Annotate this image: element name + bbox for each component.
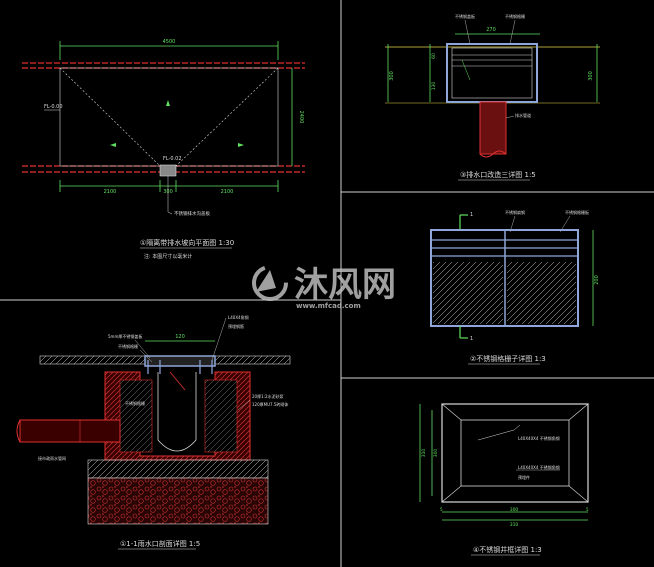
- plan-view: 4500 FL-0.00 FL-0.02 2400: [22, 39, 305, 260]
- grate-note-left: 不锈钢扁钢: [505, 209, 525, 215]
- plan-title: ①隔离带排水坡向平面图 1:30: [140, 238, 234, 247]
- plan-outline: [59, 67, 279, 167]
- plan-dim-left: 2100: [104, 189, 117, 195]
- plan-dim-right: 2100: [221, 189, 234, 195]
- frame-view: L40X40X4 不锈钢角钢 L40X40X4 不锈钢角钢 预埋件 310 30…: [419, 403, 589, 556]
- section-note-top-a: 5mm厚不锈钢盖板: [108, 333, 142, 339]
- drain-dim-a: 60: [431, 53, 437, 59]
- plan-drain-box: [159, 164, 177, 177]
- grate-marker-bottom: 1: [470, 336, 473, 342]
- plan-elev-center: FL-0.02: [163, 156, 182, 162]
- drain-note-top-left: 不锈钢盖板: [455, 13, 475, 19]
- grate-note-right: 不锈钢格栅板: [565, 209, 589, 215]
- frame-dim-bottom: 300: [510, 507, 519, 513]
- frame-title: ④不锈钢井框详图 1:3: [473, 545, 542, 554]
- section-note-right-c: 20厚1:2水泥砂浆: [252, 393, 284, 399]
- section-note-right-a: L40X4角钢: [228, 314, 249, 320]
- drain-note-top-right: 不锈钢格栅: [505, 13, 525, 19]
- grate-marker-top: 1: [470, 212, 473, 218]
- grate-title: ②不锈钢格栅子详图 1:3: [470, 354, 546, 363]
- grate-view: 1 不锈钢扁钢 不锈钢格栅板: [430, 209, 600, 365]
- section-note-right-d: 120厚MU7.5砖砌体: [252, 401, 288, 407]
- drain-title: ③排水口改造三详图 1:5: [460, 170, 536, 179]
- drain-dim-b: 130: [431, 82, 437, 91]
- drain-note-pipe: 排水管道: [515, 112, 531, 118]
- frame-note-a: L40X40X4 不锈钢角钢: [518, 435, 560, 441]
- section-note-mid: 不锈钢格栅: [125, 400, 145, 406]
- frame-dim-left-b: 300: [433, 449, 439, 458]
- watermark-logo-icon: [252, 265, 288, 301]
- plan-slope-arrows: [110, 100, 244, 147]
- section-note-right-b: 预埋钢筋: [228, 323, 244, 329]
- drain-section-view: 270 不锈钢盖板 不锈钢格栅 300 60 130 300 排水管道 ③排水口…: [385, 13, 600, 181]
- watermark-text: 沐风网: [294, 265, 396, 305]
- frame-dim-b1: 5: [440, 507, 443, 512]
- drain-dim-left: 300: [389, 71, 395, 81]
- section-view: 接市政雨水管网 120 5mm厚不锈钢盖板 不锈钢格栅 不锈钢格栅 L40X4角…: [16, 314, 291, 550]
- section-note-pipe: 接市政雨水管网: [38, 455, 66, 461]
- drain-dim-top: 270: [486, 27, 496, 33]
- section-title: ①1-1雨水口剖面详图 1:5: [120, 539, 200, 548]
- frame-dim-left-a: 310: [421, 449, 427, 458]
- frame-note-c: 预埋件: [518, 474, 530, 480]
- plan-elev-left: FL-0.00: [44, 104, 63, 110]
- plan-dim-total: 4500: [163, 39, 176, 45]
- section-dim-top: 120: [175, 334, 185, 340]
- frame-note-b: L40X40X4 不锈钢角钢: [518, 464, 560, 470]
- plan-slope-lines: [59, 67, 279, 167]
- section-note-top-b: 不锈钢格栅: [118, 343, 138, 349]
- plan-drain-note: 不锈钢排水沟盖板: [174, 210, 210, 217]
- frame-dim-b2: 5: [586, 507, 589, 512]
- watermark-url: www.mfcad.com: [296, 302, 361, 310]
- grate-dim-height: 200: [594, 275, 600, 285]
- watermark: 沐风网 www.mfcad.com: [252, 265, 396, 310]
- frame-dim-bottom-total: 310: [510, 522, 519, 528]
- drain-dim-right: 300: [588, 71, 594, 81]
- plan-dim-height: 2400: [298, 111, 304, 124]
- plan-subtitle: 注: 本图尺寸以毫米计: [144, 253, 192, 260]
